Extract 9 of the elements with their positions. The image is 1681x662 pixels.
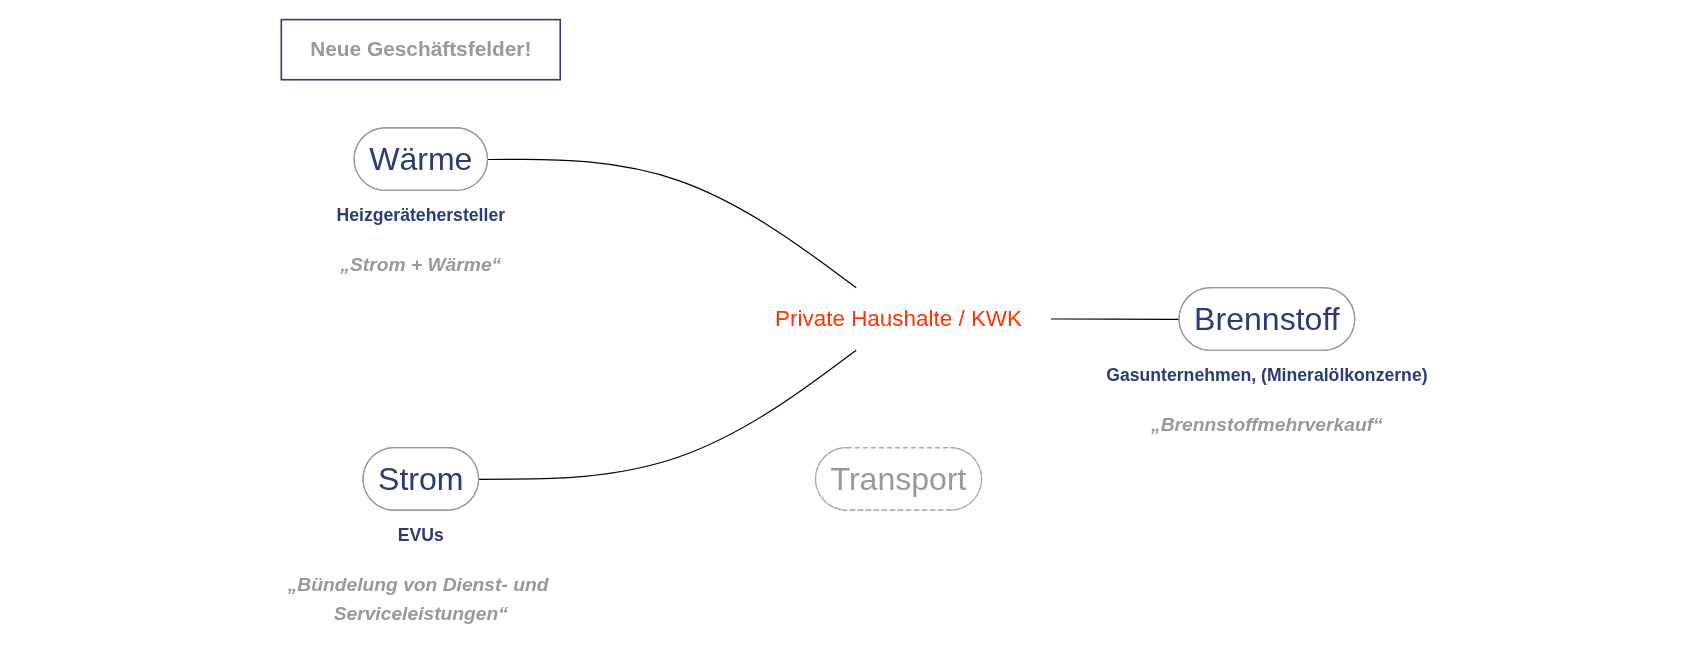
node-label: „Bündelung von Dienst- und Serviceleistungen“: [288, 573, 549, 624]
node-text: Private Haushalte / KWK: [775, 306, 1023, 331]
node-label: Gasunternehmen, (Mineralölkonzerne): [1106, 364, 1429, 385]
node-box: Neue Geschäftsfelder!: [281, 18, 562, 81]
connector: [487, 158, 858, 289]
node-label: „Strom + Wärme“: [340, 253, 502, 276]
node-label: Heizgerätehersteller: [336, 204, 506, 225]
node-label: EVUs: [398, 524, 445, 545]
node-label: „Brennstoffmehrverkauf“: [1151, 413, 1384, 436]
